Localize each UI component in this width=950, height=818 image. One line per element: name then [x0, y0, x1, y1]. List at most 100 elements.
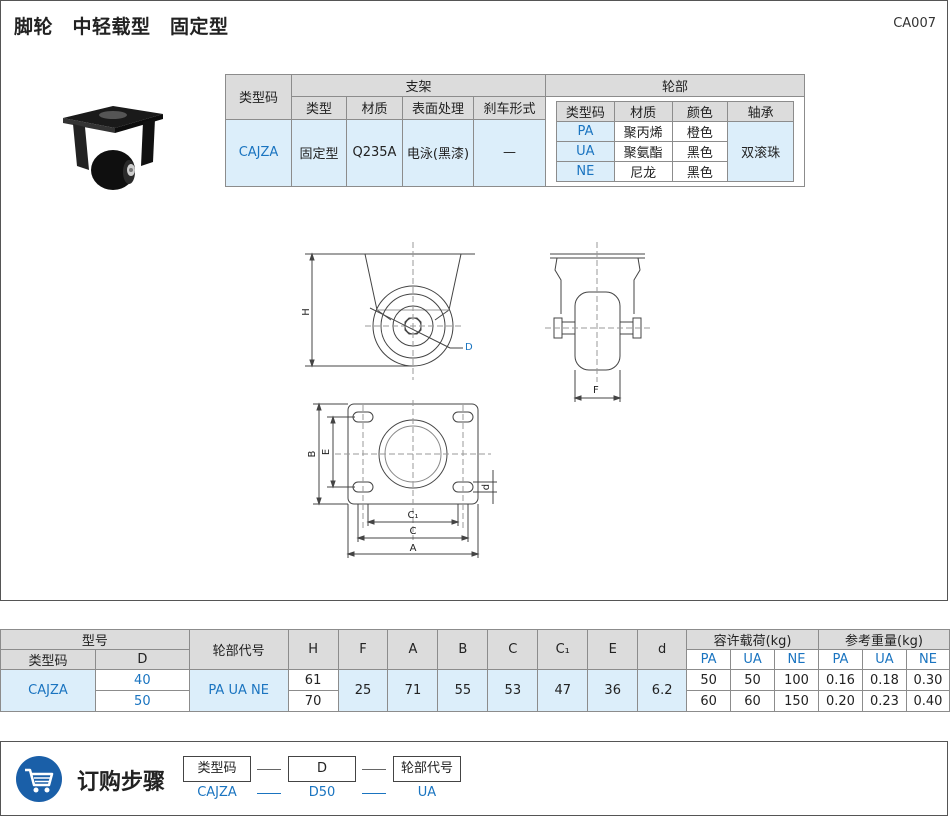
wheel-header-material: 材质 — [613, 101, 673, 122]
bearing: 双滚珠 — [727, 121, 794, 182]
load-pa: 50 — [686, 669, 732, 691]
row-d: 40 — [94, 669, 190, 691]
table-row: CAJZA 40 PA UA NE 61 25 71 55 53 47 36 6… — [0, 669, 950, 712]
order-label-wheel-code: 轮部代号 — [393, 756, 461, 782]
load-sub-ne: NE — [774, 649, 819, 670]
weight-sub-ne: NE — [905, 649, 950, 670]
material-spec-table: 类型码 支架 轮部 类型 材质 表面处理 刹车形式 类型码 材质 颜色 轴承 P… — [225, 74, 805, 187]
order-value-wheel-code: UA — [417, 785, 437, 800]
header-dim-f: F — [337, 629, 389, 670]
order-dash — [257, 769, 281, 770]
header-wheel: 轮部 — [545, 74, 805, 97]
type-code-value: CAJZA — [225, 118, 292, 187]
weight-ne: 0.30 — [905, 669, 950, 691]
wheel-color: 黑色 — [671, 141, 729, 162]
header-wheel-code: 轮部代号 — [188, 629, 289, 670]
table-row: UA 聚氨酯 黑色 — [556, 141, 794, 162]
order-label-d: D — [288, 756, 356, 782]
header-d: D — [94, 649, 190, 670]
caster-photo — [63, 106, 163, 190]
header-dim-b: B — [437, 629, 489, 670]
order-steps: 订购步骤 类型码 D 轮部代号 CAJZA D50 UA — [0, 741, 948, 816]
header-type-code: 类型码 — [0, 649, 96, 670]
wheel-header-color: 颜色 — [671, 101, 729, 122]
dimension-table: 型号 轮部代号 H F A B C C₁ E d 容许载荷(kg) 参考重量(k… — [0, 629, 950, 712]
dim-label-small-d: d — [481, 484, 492, 490]
wheel-cell: 类型码 材质 颜色 轴承 PA 聚丙烯 橙色 双滚珠 UA 聚氨酯 黑色 — [545, 96, 805, 187]
product-code: CA007 — [893, 16, 936, 31]
order-dash-value — [362, 793, 386, 794]
header-weight: 参考重量(kg) — [817, 629, 950, 650]
value-b: 55 — [437, 669, 489, 712]
page-title: 脚轮 中轻载型 固定型 — [14, 16, 229, 38]
weight-pa: 0.16 — [817, 669, 863, 691]
weight-ua: 0.23 — [861, 690, 907, 712]
wheel-code: NE — [556, 161, 615, 182]
wheel-header-bearing: 轴承 — [727, 101, 794, 122]
header-type: 类型 — [291, 96, 347, 120]
load-sub-ua: UA — [730, 649, 776, 670]
model-type-code: CAJZA — [0, 669, 96, 712]
row-d: 50 — [94, 690, 190, 712]
header-dim-a: A — [387, 629, 439, 670]
order-dash-value — [257, 793, 281, 794]
dim-label-b: B — [307, 450, 318, 457]
top-view — [313, 400, 497, 558]
wheel-material: 聚氨酯 — [613, 141, 673, 162]
front-view — [305, 242, 475, 380]
order-label-type-code: 类型码 — [183, 756, 251, 782]
order-dash — [362, 769, 386, 770]
value-c: 53 — [487, 669, 539, 712]
dim-label-c1: C₁ — [408, 510, 419, 521]
weight-ua: 0.18 — [861, 669, 907, 691]
row-h: 61 — [287, 669, 339, 691]
header-type-code: 类型码 — [225, 74, 292, 120]
type-value: 固定型 — [291, 118, 347, 187]
load-sub-pa: PA — [686, 649, 732, 670]
cart-icon — [16, 756, 62, 802]
side-view — [545, 242, 650, 402]
load-ua: 50 — [730, 669, 776, 691]
wheel-material: 聚丙烯 — [613, 121, 673, 142]
order-value-type-code: CAJZA — [197, 785, 237, 800]
model-wheel-codes: PA UA NE — [188, 669, 289, 712]
load-ne: 150 — [774, 690, 819, 712]
header-dim-h: H — [287, 629, 339, 670]
table-row: CAJZA 固定型 Q235A 电泳(黑漆) — — [225, 118, 805, 187]
brake-value: — — [473, 118, 546, 187]
dim-label-c: C — [410, 526, 417, 537]
header-surface: 表面处理 — [402, 96, 474, 120]
value-e: 36 — [587, 669, 639, 712]
load-ne: 100 — [774, 669, 819, 691]
wheel-table: 类型码 材质 颜色 轴承 PA 聚丙烯 橙色 双滚珠 UA 聚氨酯 黑色 — [556, 101, 794, 182]
weight-sub-ua: UA — [861, 649, 907, 670]
wheel-code: PA — [556, 121, 615, 142]
dim-label-h: H — [301, 308, 312, 316]
table-row: NE 尼龙 黑色 — [556, 161, 794, 182]
value-f: 25 — [337, 669, 389, 712]
table-row: PA 聚丙烯 橙色 双滚珠 — [556, 121, 794, 182]
dim-label-a: A — [410, 543, 417, 554]
weight-ne: 0.40 — [905, 690, 950, 712]
surface-value: 电泳(黑漆) — [402, 118, 474, 187]
wheel-color: 橙色 — [671, 121, 729, 142]
header-dim-c: C — [487, 629, 539, 670]
header-dim-d: d — [637, 629, 688, 670]
value-a: 71 — [387, 669, 439, 712]
wheel-color: 黑色 — [671, 161, 729, 182]
load-pa: 60 — [686, 690, 732, 712]
value-d: 6.2 — [637, 669, 688, 712]
wheel-header-code: 类型码 — [556, 101, 615, 122]
header-brake: 刹车形式 — [473, 96, 546, 120]
order-title: 订购步骤 — [77, 770, 166, 795]
table-row: 50 70 60 60 150 0.20 0.23 0.40 — [1, 690, 950, 712]
load-ua: 60 — [730, 690, 776, 712]
technical-drawing: H D F — [301, 242, 650, 558]
dim-label-e: E — [321, 449, 332, 455]
wheel-code: UA — [556, 141, 615, 162]
header-bracket: 支架 — [291, 74, 546, 97]
header-model: 型号 — [0, 629, 190, 650]
wheel-material: 尼龙 — [613, 161, 673, 182]
weight-pa: 0.20 — [817, 690, 863, 712]
row-h: 70 — [287, 690, 339, 712]
